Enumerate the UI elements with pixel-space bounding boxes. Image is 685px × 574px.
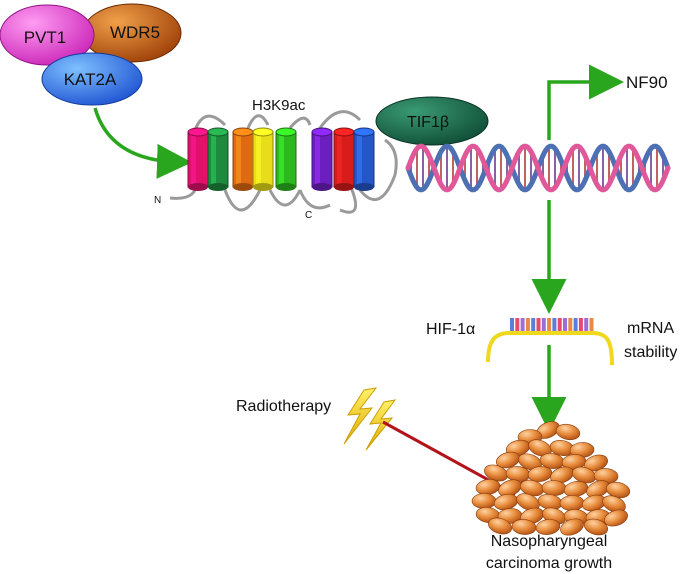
mrna-base	[547, 318, 552, 332]
hif-mrna: HIF-1α mRNA stability	[426, 318, 677, 366]
histone-mark-label: H3K9ac	[252, 97, 306, 114]
mrna-base	[552, 318, 557, 332]
mrna-label: mRNA	[627, 320, 674, 337]
helix-group	[187, 127, 375, 191]
mrna-bases	[510, 318, 594, 332]
c-terminus-label: C	[305, 210, 312, 221]
mrna-strand	[486, 331, 614, 366]
outcome-label-line2: carcinoma growth	[486, 555, 612, 572]
tumor-cell	[602, 495, 626, 513]
mrna-base	[510, 318, 514, 332]
mrna-base	[541, 318, 546, 332]
mrna-base	[584, 318, 589, 332]
helix-cylinder	[353, 127, 375, 191]
tumor-cell	[471, 493, 497, 509]
tumor-cell	[555, 423, 581, 441]
mrna-base	[568, 318, 573, 332]
histone-backbone	[169, 110, 398, 214]
nf90-label: NF90	[626, 73, 668, 92]
tumor-cell	[560, 518, 584, 536]
mrna-base	[573, 318, 578, 332]
tumor-cell	[516, 493, 540, 511]
protein-complex: PVT1 WDR5 KAT2A	[0, 3, 182, 106]
tumor-cell	[488, 517, 512, 535]
tumor-cell-cluster	[471, 421, 631, 536]
activation-arrow-complex-to-histone	[93, 107, 192, 179]
pvt1-blob	[0, 4, 95, 66]
mrna-base	[536, 318, 541, 332]
helix-cylinder	[333, 127, 355, 191]
tumor-cell	[559, 495, 585, 511]
helix-cylinder	[187, 127, 209, 191]
hif-label: HIF-1α	[426, 321, 475, 338]
tumor-cell	[535, 519, 561, 535]
tumor-cell	[583, 518, 609, 536]
mrna-base	[578, 318, 583, 332]
tumor-cell	[604, 509, 628, 527]
helix-cylinder	[275, 127, 297, 191]
helix-cylinder	[311, 127, 333, 191]
kat2a-label: KAT2A	[64, 70, 117, 89]
lightning-icon	[343, 387, 397, 451]
pvt1-label: PVT1	[24, 28, 67, 47]
mrna-base	[515, 318, 520, 332]
outcome-label-line1: Nasopharyngeal	[491, 533, 608, 550]
histone-protein: H3K9ac N C	[154, 97, 398, 221]
dna-double-helix	[405, 143, 671, 193]
activation-arrow-to-nf90	[547, 64, 624, 140]
tumor-cell	[527, 466, 553, 482]
mrna-base	[520, 318, 525, 332]
helix-cylinder	[232, 127, 254, 191]
tumor-cell	[528, 439, 552, 457]
mrna-base	[557, 318, 562, 332]
tif1b-label: TIF1β	[407, 114, 449, 131]
helix-cylinder	[252, 127, 274, 191]
mrna-base	[589, 318, 594, 332]
kat2a-blob	[41, 52, 143, 106]
tif1b-blob	[375, 96, 489, 146]
stability-label: stability	[624, 344, 677, 361]
n-terminus-label: N	[154, 195, 161, 206]
mrna-base	[531, 318, 536, 332]
wdr5-label: WDR5	[110, 23, 160, 42]
radiotherapy-label: Radiotherapy	[236, 398, 331, 415]
mrna-base	[525, 318, 530, 332]
dna-strand	[405, 143, 671, 193]
mrna-base	[563, 318, 567, 332]
helix-cylinder	[207, 127, 229, 191]
